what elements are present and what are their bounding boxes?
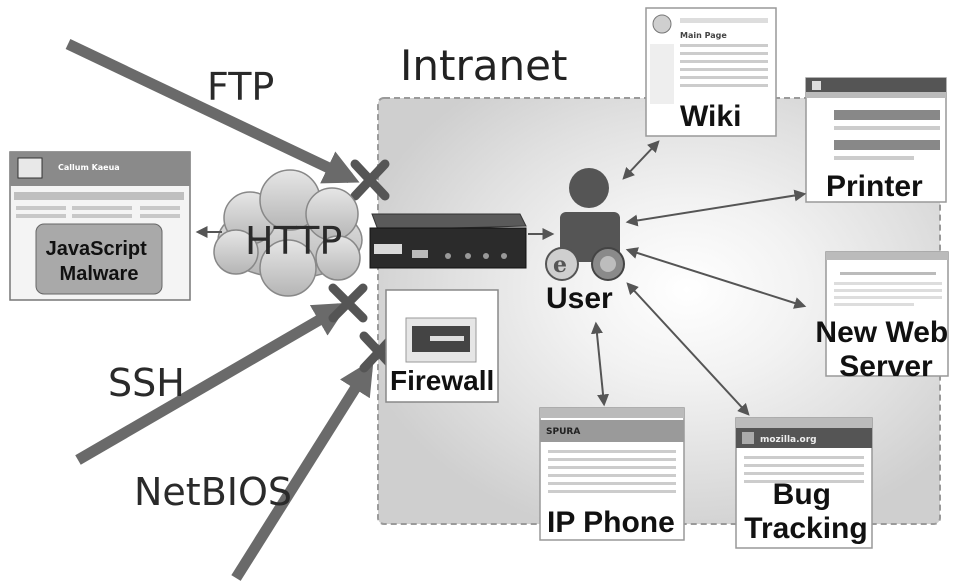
user-printer-arrow [625, 189, 807, 227]
ssh-attack-arrow [75, 302, 350, 465]
ssh-label: SSH [108, 361, 185, 405]
ftp-block-x-icon [350, 159, 390, 201]
user-web-server-arrow [625, 247, 807, 309]
firewall-label: Firewall [390, 365, 494, 396]
user-ip-phone-arrow [590, 321, 610, 407]
bug-tracking-window: mozilla.org Bug Tracking [735, 417, 873, 549]
user-bug-tracking-arrow [626, 282, 750, 416]
netbios-label: NetBIOS [134, 470, 292, 514]
http-label: HTTP [245, 219, 342, 263]
malware-header-text: Callum Kaeua [58, 163, 120, 172]
netbios-attack-arrow [231, 359, 374, 581]
bugzilla-logo-icon [742, 432, 754, 444]
wiki-window: Main Page Wiki [645, 7, 777, 137]
computer-icon [17, 157, 43, 179]
hp-logo-icon [812, 81, 821, 90]
bug-tracking-label: Bug Tracking [744, 478, 867, 545]
wiki-label: Wiki [680, 100, 741, 133]
printer-label: Printer [826, 170, 923, 203]
web-server-window: New Web Server [815, 251, 956, 383]
user-figure: e User [545, 168, 625, 315]
firewall-window: Firewall [385, 289, 499, 403]
bug-header-text: mozilla.org [760, 435, 817, 445]
ftp-attack-arrow [65, 39, 360, 184]
ftp-label: FTP [207, 65, 274, 109]
user-label: User [546, 282, 613, 315]
http-cloud [213, 169, 363, 297]
malware-window: Callum Kaeua JavaScript Malware [9, 151, 191, 301]
ip-phone-window: SPURA IP Phone [539, 407, 685, 541]
printer-window: Printer [805, 77, 947, 203]
web-server-label: New Web Server [815, 316, 956, 383]
firewall-device [369, 213, 527, 269]
ie-browser-icon [545, 247, 579, 281]
ssh-block-x-icon [328, 283, 368, 323]
user-head-icon [569, 168, 609, 208]
user-wiki-arrow [622, 140, 660, 180]
phone-header-text: SPURA [546, 427, 580, 437]
malware-label: JavaScript Malware [46, 238, 153, 285]
ip-phone-label: IP Phone [547, 506, 675, 539]
wiki-header-text: Main Page [680, 31, 727, 40]
svg-text:e: e [553, 252, 567, 278]
intranet-label: Intranet [400, 41, 567, 90]
wiki-globe-icon [652, 14, 672, 34]
